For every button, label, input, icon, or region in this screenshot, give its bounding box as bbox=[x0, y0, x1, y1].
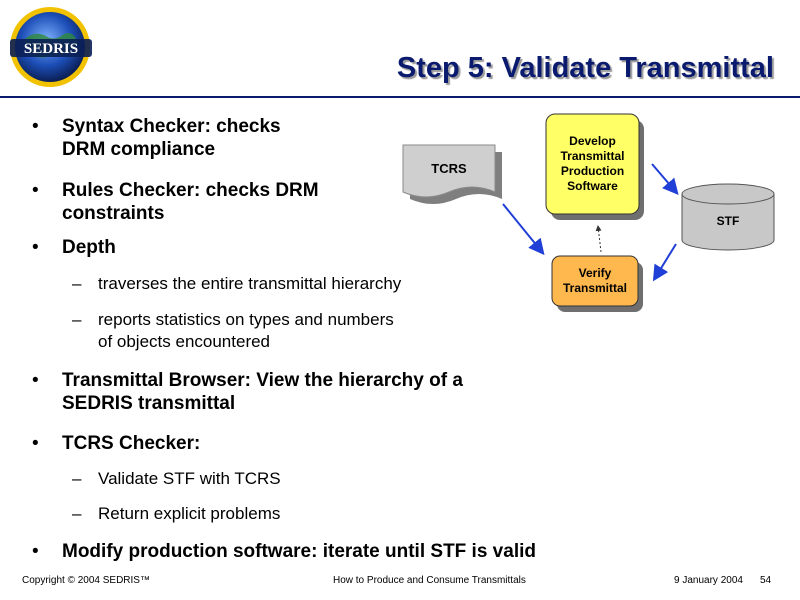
title-divider bbox=[0, 96, 800, 98]
bullet-dot-icon: • bbox=[32, 541, 39, 562]
develop-label-line: Transmittal bbox=[560, 149, 625, 163]
sub-bullet-line: traverses the entire transmittal hierarc… bbox=[98, 274, 402, 293]
bullet-item: • Modify production software: iterate un… bbox=[32, 540, 536, 563]
sub-bullet-item: – Validate STF with TCRS bbox=[72, 468, 281, 490]
tcrs-document-shape bbox=[402, 144, 502, 204]
page-title: Step 5: Validate Transmittal bbox=[396, 52, 774, 84]
sub-bullet-dash-icon: – bbox=[72, 310, 82, 329]
develop-label-line: Production bbox=[560, 164, 625, 178]
arrow-verify-to-develop bbox=[595, 225, 602, 253]
verify-label: Verify Transmittal bbox=[552, 266, 638, 296]
develop-label-line: Develop bbox=[569, 134, 616, 148]
bullet-dot-icon: • bbox=[32, 237, 39, 258]
bullet-item: • Rules Checker: checks DRM constraints bbox=[32, 179, 319, 225]
arrow-develop-to-stf bbox=[651, 163, 679, 196]
bullet-item: • TCRS Checker: bbox=[32, 432, 201, 455]
sub-bullet-dash-icon: – bbox=[72, 504, 82, 523]
develop-box bbox=[545, 113, 644, 220]
sub-bullet-line: Validate STF with TCRS bbox=[98, 469, 281, 488]
bullet-line: constraints bbox=[62, 203, 165, 224]
tcrs-label: TCRS bbox=[431, 161, 467, 176]
bullet-item: • Syntax Checker: checks DRM compliance bbox=[32, 115, 281, 161]
stf-label: STF bbox=[716, 214, 740, 228]
sub-bullet-line: Return explicit problems bbox=[98, 504, 281, 523]
sub-bullet-item: – traverses the entire transmittal hiera… bbox=[72, 273, 402, 295]
stf-cylinder bbox=[681, 183, 775, 251]
develop-label: Develop Transmittal Production Software bbox=[546, 134, 639, 194]
arrow-stf-to-verify bbox=[652, 243, 677, 282]
sub-bullet-dash-icon: – bbox=[72, 274, 82, 293]
bullet-line: Depth bbox=[62, 237, 116, 258]
sub-bullet-line: reports statistics on types and numbers bbox=[98, 310, 394, 329]
verify-label-line: Verify bbox=[578, 266, 612, 280]
footer-date: 9 January 2004 bbox=[674, 575, 743, 586]
bullet-dot-icon: • bbox=[32, 370, 39, 391]
bullet-dot-icon: • bbox=[32, 116, 39, 137]
verify-box bbox=[551, 255, 643, 312]
bullet-line: Syntax Checker: checks bbox=[62, 116, 281, 137]
verify-label-line: Transmittal bbox=[562, 281, 628, 295]
sedris-logo: SEDRIS bbox=[10, 7, 92, 87]
footer-center: How to Produce and Consume Transmittals bbox=[333, 575, 526, 586]
bullet-item: • Depth bbox=[32, 236, 116, 259]
sub-bullet-dash-icon: – bbox=[72, 469, 82, 488]
logo-text: SEDRIS bbox=[24, 41, 78, 57]
bullet-line: Transmittal Browser: View the hierarchy … bbox=[62, 370, 463, 391]
footer-copyright: Copyright © 2004 SEDRIS™ bbox=[22, 575, 150, 586]
sub-bullet-line: of objects encountered bbox=[98, 332, 271, 351]
bullet-line: TCRS Checker: bbox=[62, 433, 201, 454]
footer-page-number: 54 bbox=[760, 575, 772, 586]
bullet-dot-icon: • bbox=[32, 180, 39, 201]
bullet-line: Rules Checker: checks DRM bbox=[62, 180, 319, 201]
sub-bullet-item: – Return explicit problems bbox=[72, 503, 281, 525]
bullet-dot-icon: • bbox=[32, 433, 39, 454]
bullet-line: DRM compliance bbox=[62, 139, 216, 160]
bullet-item: • Transmittal Browser: View the hierarch… bbox=[32, 369, 463, 415]
bullet-line: Modify production software: iterate unti… bbox=[62, 541, 536, 562]
sub-bullet-item: – reports statistics on types and number… bbox=[72, 309, 394, 353]
bullet-line: SEDRIS transmittal bbox=[62, 393, 236, 414]
develop-label-line: Software bbox=[567, 179, 618, 193]
arrow-tcrs-to-verify bbox=[502, 203, 545, 256]
